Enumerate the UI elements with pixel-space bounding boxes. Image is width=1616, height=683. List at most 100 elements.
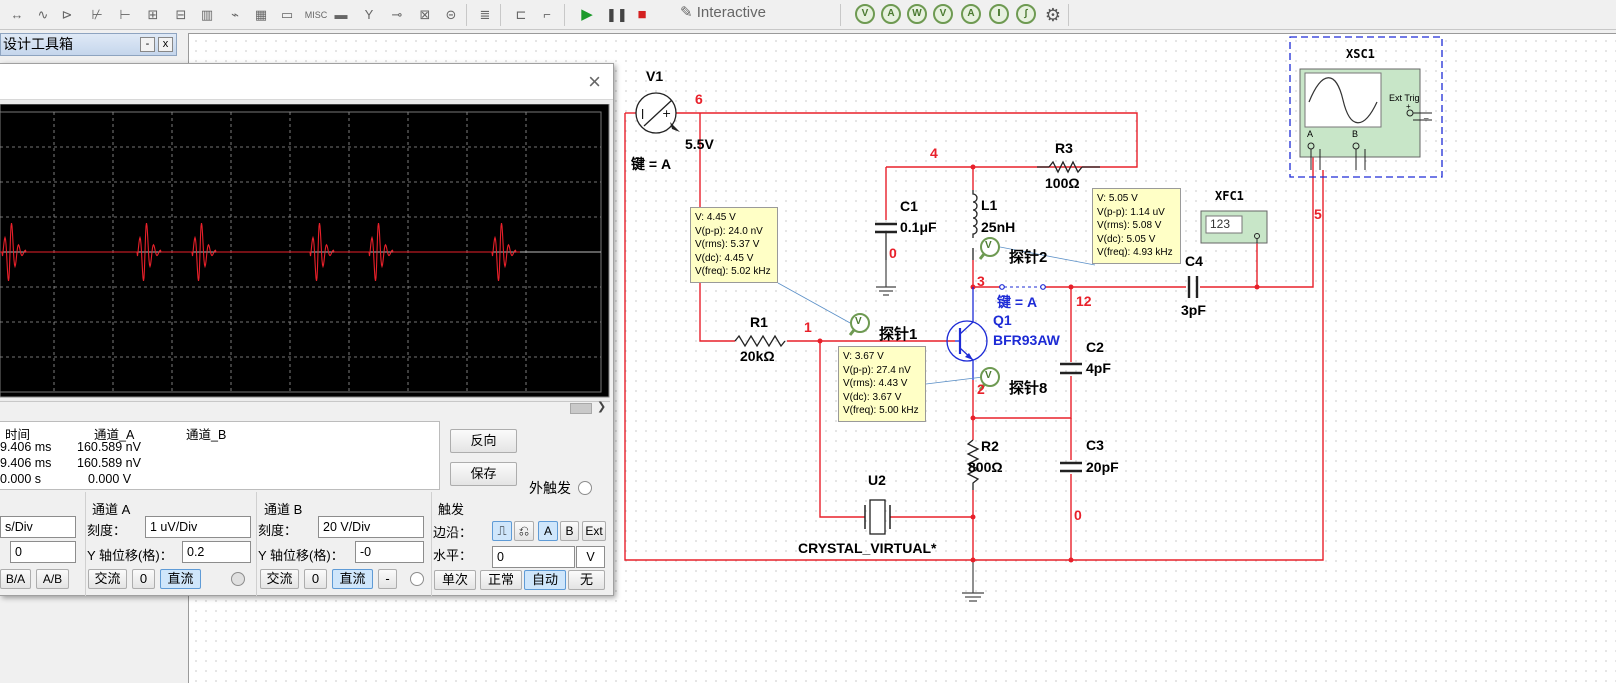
pause-icon[interactable]: ❚❚	[606, 7, 628, 22]
trigger-level-input[interactable]: 0	[492, 546, 575, 568]
run-mode-label[interactable]: ✎ Interactive	[680, 4, 766, 21]
trigger-auto-button[interactable]: 自动	[524, 570, 566, 590]
q1-transistor[interactable]	[946, 287, 988, 380]
channel-a-radio[interactable]	[231, 572, 245, 586]
toolbox-minimize-button[interactable]: -	[140, 37, 155, 52]
indicator-icon[interactable]: ▭	[280, 7, 294, 22]
channel-b-dc-button[interactable]: 直流	[332, 569, 373, 589]
oscilloscope-titlebar[interactable]: ×	[0, 64, 613, 100]
probe-current-icon[interactable]: A	[881, 4, 901, 24]
oscilloscope-window[interactable]: × ❯ 时间 通道_A 通道_B 9.406 ms 160.589 nV 9.4…	[0, 63, 614, 596]
channel-a-trace	[0, 223, 520, 281]
trigger-source-ext-button[interactable]: Ext	[582, 521, 606, 541]
channel-a-scale-input[interactable]: 1 uV/Div	[145, 516, 251, 538]
probe-8-readout[interactable]: V: 4.45 V V(p-p): 24.0 nV V(rms): 5.37 V…	[690, 207, 778, 283]
x-position-input[interactable]: 0	[10, 541, 76, 563]
run-icon[interactable]: ▶	[581, 6, 593, 23]
scroll-right-icon[interactable]: ❯	[597, 401, 607, 413]
peripheral-icon[interactable]: ▬	[334, 7, 348, 22]
close-icon[interactable]: ×	[588, 69, 601, 94]
probe-voltage-icon[interactable]: V	[855, 4, 875, 24]
channel-a-zero-button[interactable]: 0	[132, 569, 155, 589]
main-toolbar: ↔ ∿ ⊳ ⊬ ⊢ ⊞ ⊟ ▥ ⌁ ▦ ▭ MISC ▬ Y ⊸ ⊠ ⊝ ≣ ⊏…	[0, 0, 1616, 30]
channel-a-ypos-input[interactable]: 0.2	[182, 541, 251, 563]
probe-2-marker[interactable]	[978, 237, 1000, 260]
hierarchy-icon[interactable]: ⊏	[515, 7, 527, 22]
probe-settings-icon[interactable]: ∫	[1016, 4, 1036, 24]
rising-edge-icon[interactable]: ⎍	[492, 521, 512, 541]
probe-digital-icon[interactable]: Ⅰ	[989, 4, 1009, 24]
rf-icon[interactable]: Y	[364, 7, 374, 22]
trigger-normal-button[interactable]: 正常	[480, 570, 522, 590]
v1-source-symbol[interactable]: ǀ +	[635, 92, 680, 134]
ni-icon[interactable]: ⊠	[419, 7, 431, 22]
oscilloscope-screen	[0, 100, 610, 402]
channel-b-ypos-input[interactable]: -0	[355, 541, 424, 563]
bus-icon[interactable]: ≣	[479, 7, 491, 22]
connector-icon[interactable]: ⊝	[445, 7, 457, 22]
trigger-none-button[interactable]: 无	[568, 570, 605, 590]
probe-1-readout[interactable]: V: 3.67 V V(p-p): 27.4 nV V(rms): 4.43 V…	[838, 346, 926, 422]
trigger-single-button[interactable]: 单次	[434, 570, 476, 590]
mode-a-over-b-button[interactable]: A/B	[36, 569, 69, 589]
key-switch[interactable]	[999, 284, 1046, 290]
probe-power-icon[interactable]: W	[907, 4, 927, 24]
electromech-icon[interactable]: ⊸	[391, 7, 403, 22]
power-icon[interactable]: ⌁	[231, 7, 239, 22]
misc-icon[interactable]: MISC	[304, 10, 328, 20]
probe-diff-icon[interactable]: V	[933, 4, 953, 24]
c2-capacitor[interactable]	[1060, 362, 1082, 375]
analog-icon[interactable]: ⊢	[119, 7, 131, 22]
channel-b-scale-input[interactable]: 20 V/Div	[318, 516, 424, 538]
screen-scrollbar-thumb[interactable]	[570, 403, 592, 414]
xsc1-selection	[1289, 36, 1443, 178]
ext-trigger-radio[interactable]	[578, 481, 592, 495]
ttl-icon[interactable]: ⊞	[147, 7, 159, 22]
channel-b-ac-button[interactable]: 交流	[260, 569, 299, 589]
trigger-source-b-button[interactable]: B	[560, 521, 579, 541]
probe-2-readout[interactable]: V: 5.05 V V(p-p): 1.14 uV V(rms): 5.08 V…	[1092, 188, 1181, 264]
trigger-level-unit[interactable]: V	[576, 546, 605, 568]
r3-resistor[interactable]	[1048, 160, 1083, 174]
toolbox-close-button[interactable]: x	[158, 37, 173, 52]
wire-icon[interactable]: ⌐	[543, 7, 551, 22]
transistor-icon[interactable]: ⊬	[91, 7, 103, 22]
trigger-source-a-button[interactable]: A	[538, 521, 558, 541]
cursor-readout-table: 时间 通道_A 通道_B 9.406 ms 160.589 nV 9.406 m…	[0, 421, 440, 490]
r1-resistor[interactable]	[734, 334, 786, 348]
probe-8-marker[interactable]	[978, 367, 1000, 391]
falling-edge-icon[interactable]: ⎌	[514, 521, 534, 541]
u2-crystal[interactable]	[864, 499, 891, 535]
c3-capacitor[interactable]	[1060, 461, 1082, 473]
probe-1-marker[interactable]	[848, 313, 870, 336]
cmos-icon[interactable]: ⊟	[175, 7, 187, 22]
channel-a-ypos-label: Y 轴位移(格)：	[87, 548, 173, 563]
channel-a-scale-label: 刻度：	[87, 523, 127, 538]
svg-text:ǀ: ǀ	[641, 107, 644, 120]
diode-icon[interactable]: ⊳	[61, 7, 73, 22]
xsc1-sine-icon	[1308, 77, 1378, 124]
component-wave-icon[interactable]: ∿	[37, 7, 49, 22]
channel-b-minus-button[interactable]: -	[378, 569, 397, 589]
r2-resistor[interactable]	[966, 439, 980, 490]
stop-icon[interactable]: ■	[637, 6, 647, 23]
channel-a-ac-button[interactable]: 交流	[88, 569, 127, 589]
mode-b-over-a-button[interactable]: B/A	[0, 569, 31, 589]
c1-capacitor[interactable]	[875, 222, 897, 234]
mixed-icon[interactable]: ▦	[254, 7, 268, 22]
channel-a-dc-button[interactable]: 直流	[160, 569, 201, 589]
channel-b-zero-button[interactable]: 0	[304, 569, 327, 589]
trigger-title: 触发	[438, 502, 465, 517]
component-rotate-icon[interactable]: ↔	[10, 7, 24, 22]
channel-b-radio[interactable]	[410, 572, 424, 586]
l1-inductor[interactable]	[972, 190, 978, 238]
mcu-icon[interactable]: ▥	[200, 7, 214, 22]
probe-pen-icon: ✎	[680, 4, 693, 21]
c4-capacitor[interactable]	[1187, 276, 1199, 298]
channel-b-scale-label: 刻度：	[258, 523, 298, 538]
reverse-button[interactable]: 反向	[450, 429, 517, 453]
timebase-scale-input[interactable]: s/Div	[0, 516, 76, 538]
probe-ref-icon[interactable]: A	[961, 4, 981, 24]
save-button[interactable]: 保存	[450, 462, 517, 486]
gear-icon[interactable]: ⚙	[1044, 5, 1062, 25]
